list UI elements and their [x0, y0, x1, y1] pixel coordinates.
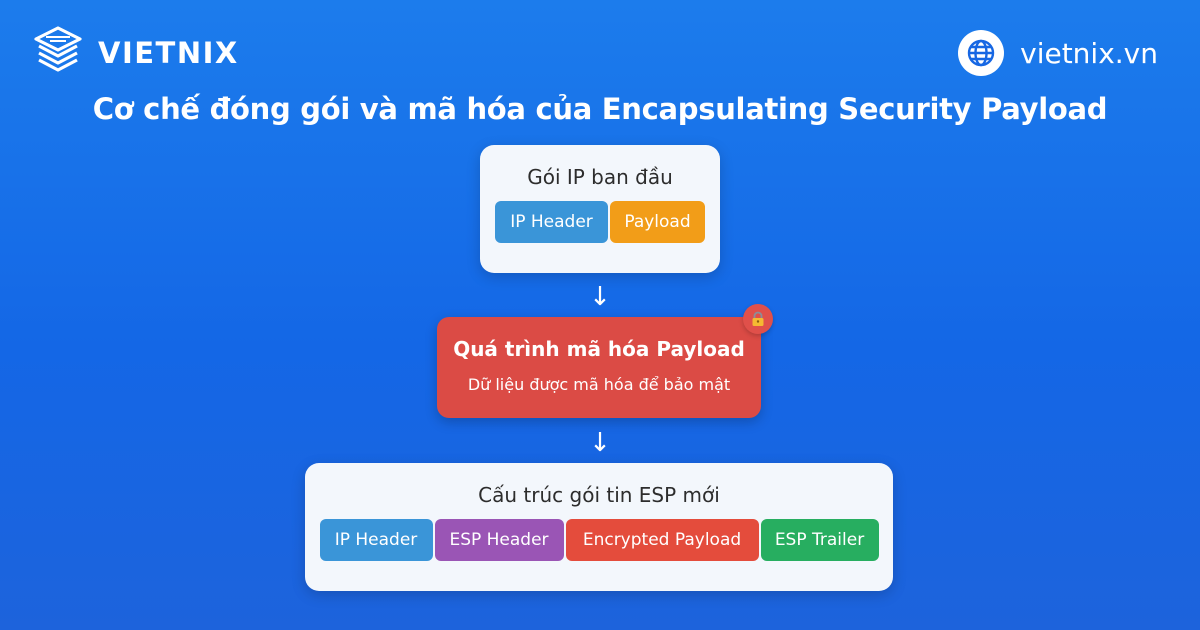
brand-name: VIETNIX	[98, 36, 239, 70]
layers-logo-icon	[34, 26, 82, 72]
vietnix-logo[interactable]: VIETNIX	[30, 24, 239, 82]
esp-packet-title: Cấu trúc gói tin ESP mới	[478, 483, 720, 507]
original-packet-card: Gói IP ban đầu IP Header Payload	[480, 145, 720, 273]
encryption-subtitle: Dữ liệu được mã hóa để bảo mật	[467, 375, 731, 394]
encryption-title: Quá trình mã hóa Payload	[453, 337, 745, 361]
esp-trailer-block: ESP Trailer	[760, 519, 879, 561]
payload-block: Payload	[610, 201, 705, 243]
down-arrow-icon: ↓	[589, 428, 611, 458]
esp-ip-header-block: IP Header	[319, 519, 433, 561]
encrypted-payload-block: Encrypted Payload	[565, 519, 759, 561]
down-arrow-icon: ↓	[589, 282, 611, 312]
esp-packet-card: Cấu trúc gói tin ESP mới IP Header ESP H…	[305, 463, 893, 591]
esp-header-block: ESP Header	[434, 519, 564, 561]
website-link[interactable]: vietnix.vn	[958, 30, 1158, 76]
website-url: vietnix.vn	[1020, 36, 1158, 70]
original-packet-title: Gói IP ban đầu	[527, 165, 673, 189]
diagram-title: Cơ chế đóng gói và mã hóa của Encapsulat…	[92, 92, 1108, 126]
encryption-step-card: Quá trình mã hóa Payload Dữ liệu được mã…	[437, 304, 773, 418]
globe-icon	[958, 30, 1005, 76]
lock-icon	[743, 304, 773, 334]
ip-header-block: IP Header	[495, 201, 608, 243]
original-packet-blocks: IP Header Payload	[480, 201, 720, 243]
esp-packet-blocks: IP Header ESP Header Encrypted Payload E…	[305, 519, 893, 561]
